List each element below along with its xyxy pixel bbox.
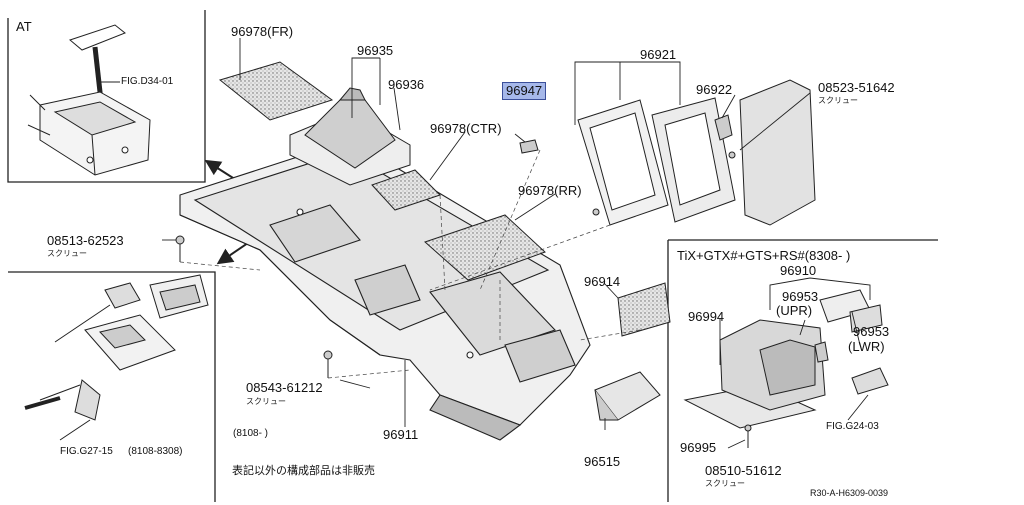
callout-08513[interactable]: 08513-62523 (47, 233, 124, 248)
grade-inset-drawing (683, 289, 889, 448)
leader-lines (162, 38, 811, 430)
callout-96911[interactable]: 96911 (383, 427, 419, 442)
callout-96953-lwr[interactable]: 96953 (853, 324, 890, 339)
console-body-drawing (179, 139, 591, 441)
shift-boot-drawing (289, 87, 411, 186)
lower-left-leader (54, 304, 111, 441)
callout-96921[interactable]: 96921 (640, 47, 677, 62)
callout-08543-sub: スクリュー (246, 397, 286, 406)
callout-96936[interactable]: 96936 (388, 77, 425, 92)
callout-96910[interactable]: 96910 (780, 263, 817, 278)
screws-drawing (175, 235, 333, 378)
pad-96978-fr (218, 61, 334, 121)
switch-panel-drawing (24, 274, 209, 421)
pad-96914 (617, 282, 671, 337)
callout-96953-upr[interactable]: 96953 (782, 289, 819, 304)
callout-96935[interactable]: 96935 (357, 43, 394, 58)
callout-96953-upr-tag: (UPR) (776, 303, 813, 318)
lower-fig-ref-link[interactable]: FIG.G27-15 (60, 446, 113, 457)
dashed-guides (179, 149, 641, 379)
finisher-assembly-drawing (577, 79, 816, 226)
footer-note: 表記以外の構成部品は非販売 (232, 464, 375, 477)
callout-96995[interactable]: 96995 (680, 440, 717, 455)
callout-96978-fr[interactable]: 96978(FR) (231, 24, 294, 39)
callout-08543-date: (8108- ) (233, 428, 269, 439)
callout-96994[interactable]: 96994 (688, 309, 725, 324)
grade-fig-ref-link[interactable]: FIG.G24-03 (826, 421, 879, 432)
grade-inset-leaders (719, 277, 871, 449)
callout-96978-rr[interactable]: 96978(RR) (518, 183, 582, 198)
callout-08523[interactable]: 08523-51642 (818, 80, 895, 95)
callout-08510[interactable]: 08510-51612 (705, 463, 782, 478)
callout-96922[interactable]: 96922 (696, 82, 733, 97)
callout-08523-sub: スクリュー (818, 96, 858, 105)
at-inset-title: AT (16, 19, 32, 34)
callout-96515[interactable]: 96515 (584, 454, 621, 469)
inset-frames (7, 10, 938, 502)
lower-date-range: (8108-8308) (128, 446, 183, 457)
callout-96914[interactable]: 96914 (584, 274, 621, 289)
pocket-96515-drawing (594, 371, 661, 421)
callout-96978-ctr[interactable]: 96978(CTR) (430, 121, 502, 136)
grade-inset-title: TiX+GTX#+GTS+RS#(8308- ) (677, 248, 851, 263)
at-shifter-drawing (27, 24, 151, 176)
pad-96978-rr (424, 214, 546, 281)
callout-08510-sub: スクリュー (705, 479, 745, 488)
diagram-code: R30-A-H6309-0039 (810, 488, 889, 498)
callout-96953-lwr-tag: (LWR) (848, 339, 885, 354)
clip-96947 (519, 139, 539, 154)
callout-96947-highlighted[interactable]: 96947 (502, 82, 547, 100)
at-fig-ref-link[interactable]: FIG.D34-01 (121, 76, 174, 87)
callout-08513-sub: スクリュー (47, 249, 87, 258)
callout-08543[interactable]: 08543-61212 (246, 380, 323, 395)
